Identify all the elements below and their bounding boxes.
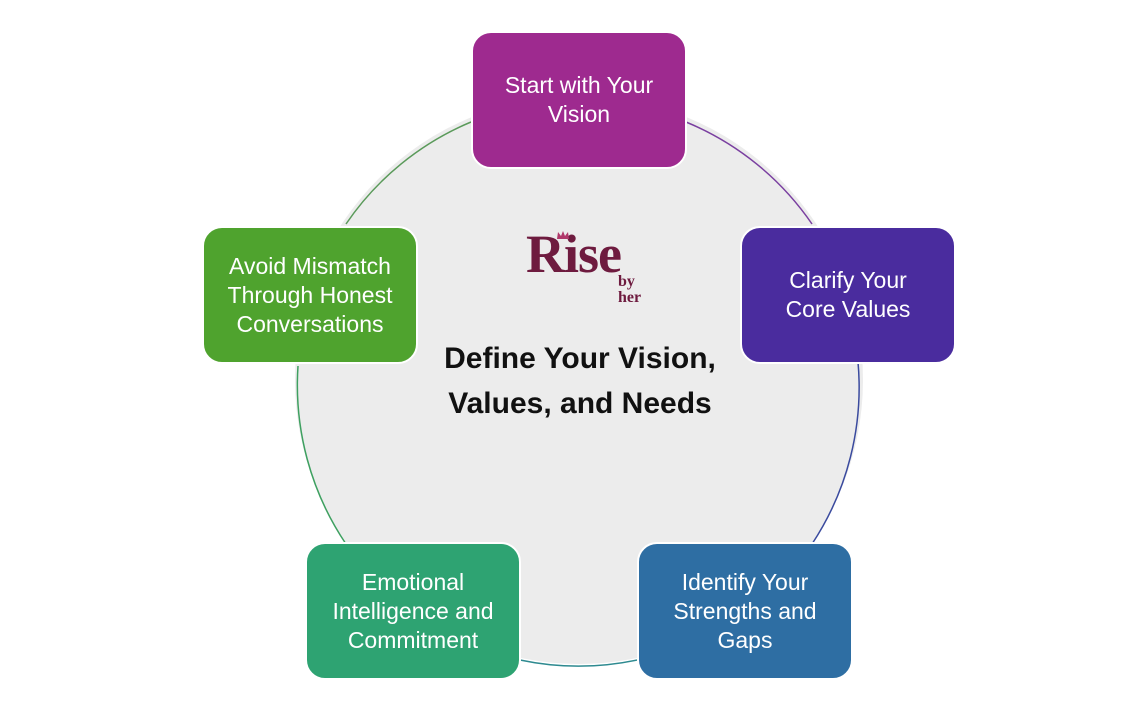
center-title-line-1: Define Your Vision, [444,342,716,375]
step-label-line: Vision [547,101,611,127]
step-label-line: Conversations [236,310,384,337]
step-label-line: Intelligence and [332,597,494,624]
step-identify-strengths-gaps: Identify Your Strengths and Gaps [637,542,853,680]
crown-icon [557,231,569,239]
step-label: Identify Your Strengths and Gaps [673,568,816,655]
step-label-line: Start with Your [504,72,654,98]
logo-tagline: by her [618,273,642,306]
center-circle-fill [295,96,863,664]
step-start-with-vision: Start with Your Vision [471,31,687,169]
step-label: Clarify Your Core Values [786,266,911,324]
ring-arc-mismatch-vision [345,121,472,225]
step-label: Start with Your Vision [505,71,653,129]
step-emotional-intelligence: Emotional Intelligence and Commitment [305,542,521,680]
step-label-line: Core Values [785,296,911,322]
logo-wordmark: Rise [526,224,622,284]
step-label-line: Clarify Your [789,267,907,293]
step-label-line: Through Honest [227,281,393,308]
center-title-line-2: Values, and Needs [448,387,712,420]
ring-arc-emotion-mismatch [296,365,347,545]
ring-arc-vision-values [685,121,813,225]
rise-by-her-logo: Rise by her [520,224,660,306]
step-label-line: Strengths and [673,597,817,624]
center-title: Define Your Vision, Values, and Needs [400,336,760,426]
step-label: Avoid Mismatch Through Honest Conversati… [228,252,393,339]
step-label-line: Avoid Mismatch [229,252,391,279]
step-clarify-core-values: Clarify Your Core Values [740,226,956,364]
step-label-line: Emotional [361,568,465,595]
step-label-line: Gaps [717,626,773,653]
step-label-line: Identify Your [681,568,809,595]
step-label: Emotional Intelligence and Commitment [332,568,493,655]
step-avoid-mismatch: Avoid Mismatch Through Honest Conversati… [202,226,418,364]
step-label-line: Commitment [347,626,479,653]
ring-arc-strength-emotion [519,659,638,667]
ring-arc-values-strength [811,361,860,545]
